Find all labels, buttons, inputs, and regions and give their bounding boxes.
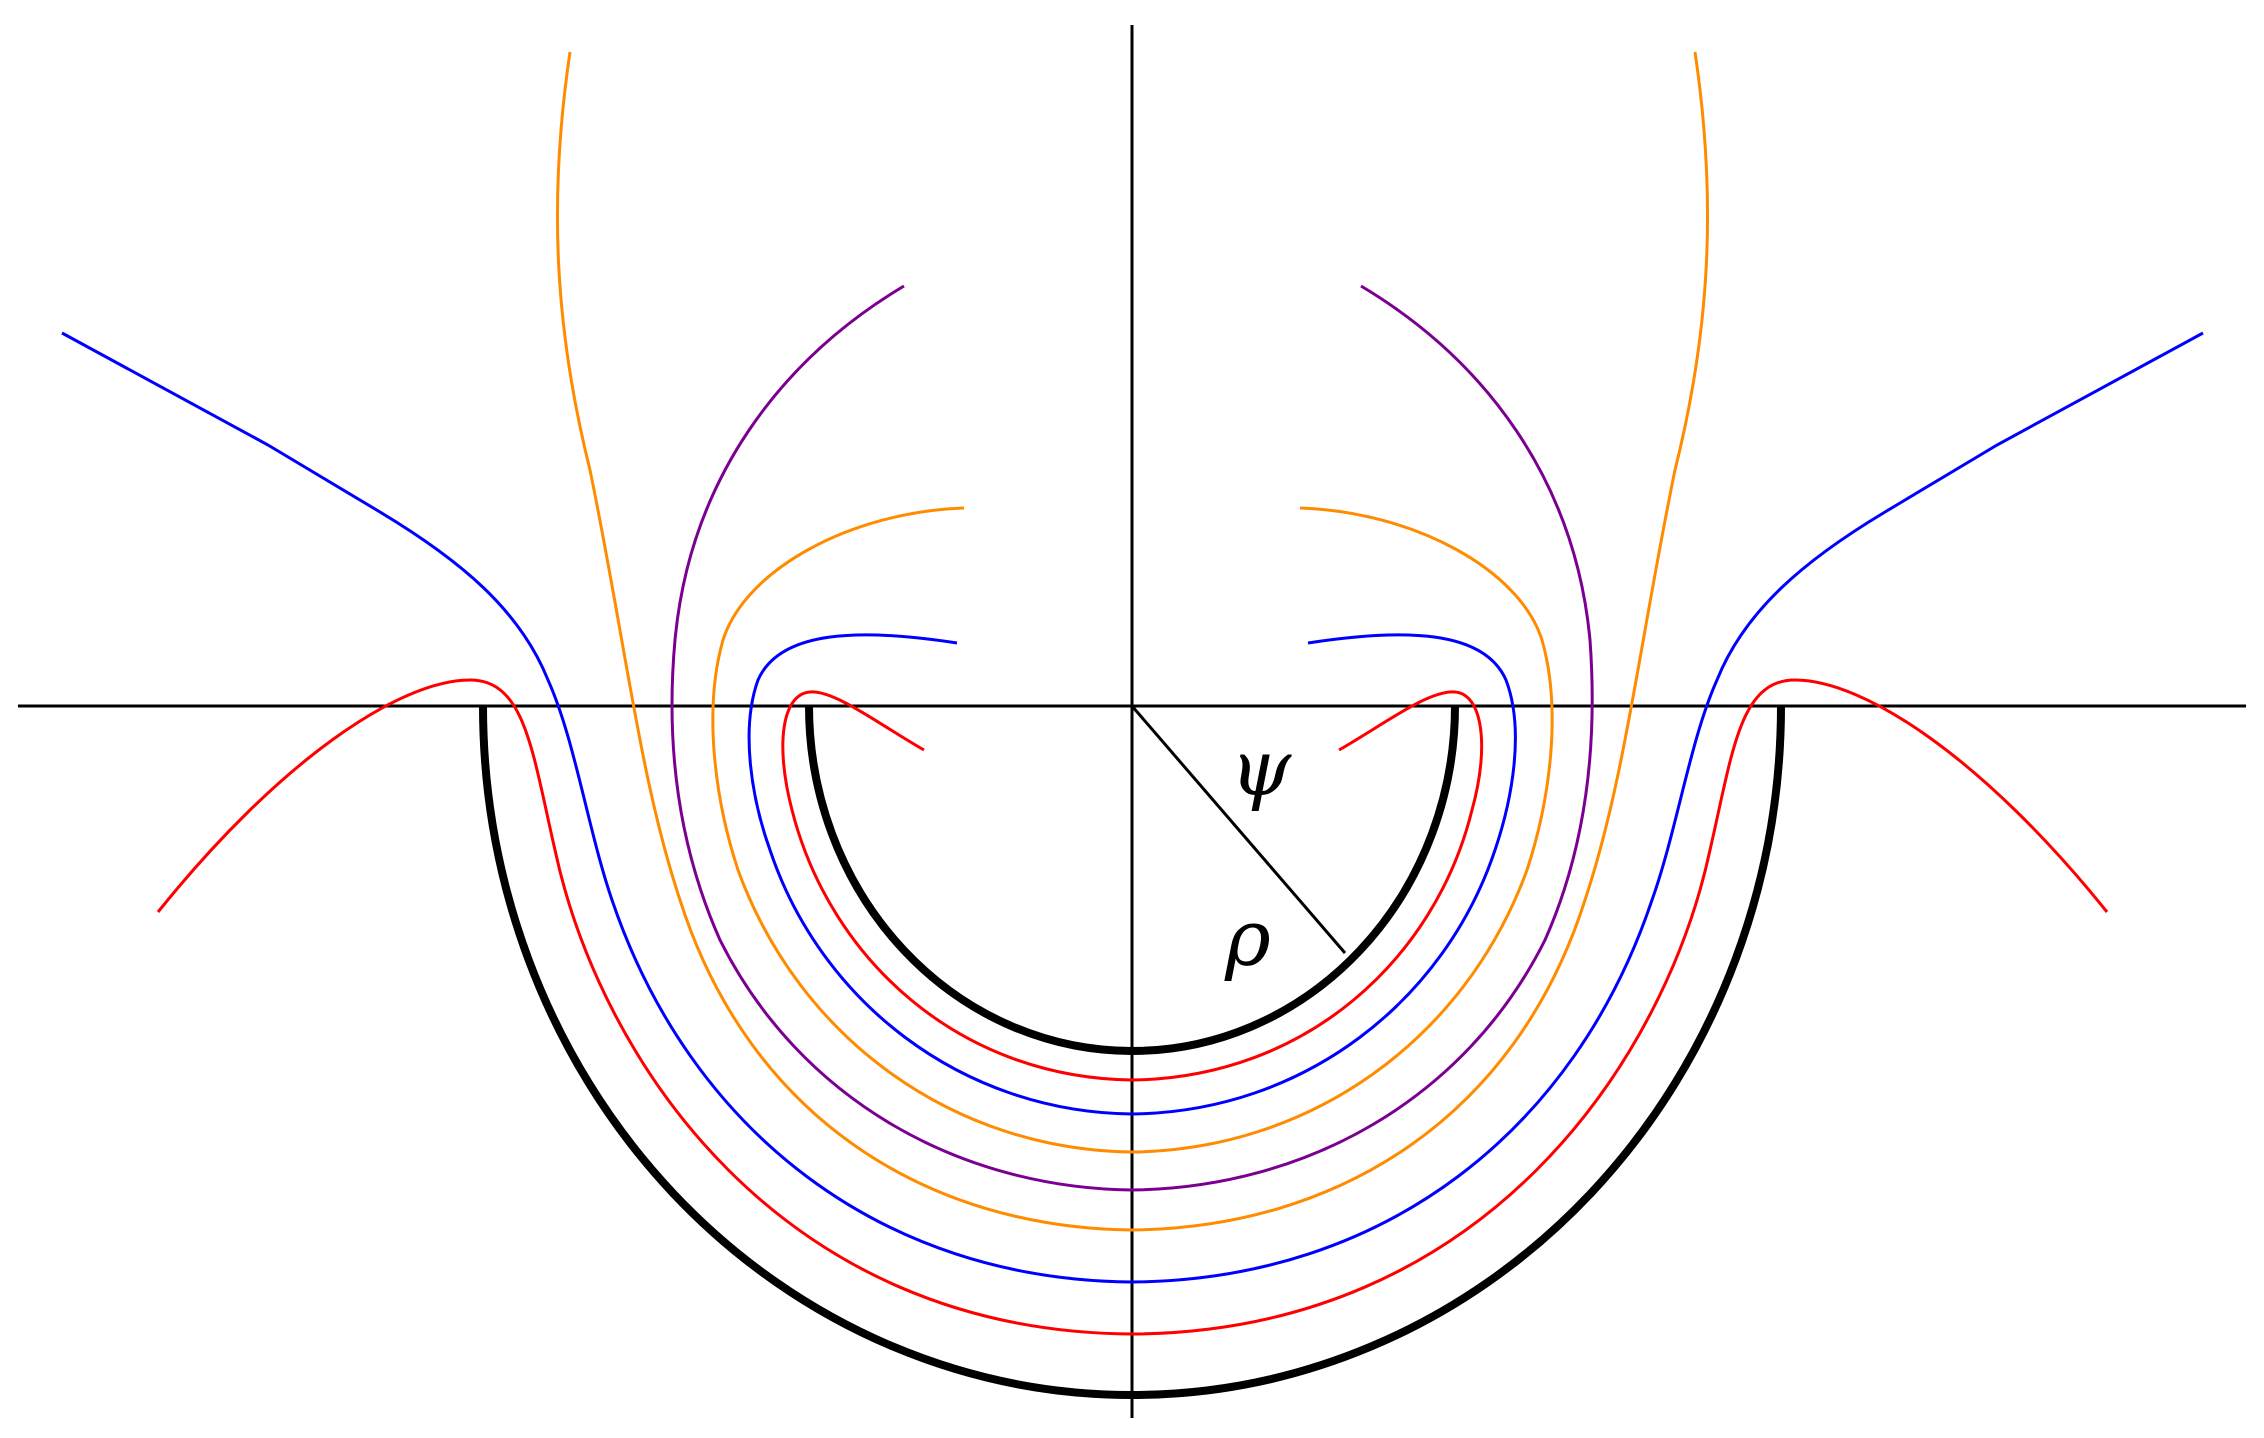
orange-loop-outer [555, 51, 1710, 1232]
radius-line [1130, 705, 1347, 954]
purple-loop [670, 284, 1594, 1192]
red-loop-inner [781, 690, 1484, 1082]
rho-label: ρ [1224, 894, 1271, 984]
blue-loop-outer [61, 331, 2204, 1284]
red-loop-outer [156, 678, 2109, 1336]
psi-label: ψ [1230, 724, 1292, 814]
inner-boundary-semicircle [805, 705, 1459, 1055]
outer-boundary-semicircle [479, 705, 1785, 1399]
orange-loop-inner [711, 506, 1554, 1154]
blue-loop-inner [747, 633, 1517, 1116]
